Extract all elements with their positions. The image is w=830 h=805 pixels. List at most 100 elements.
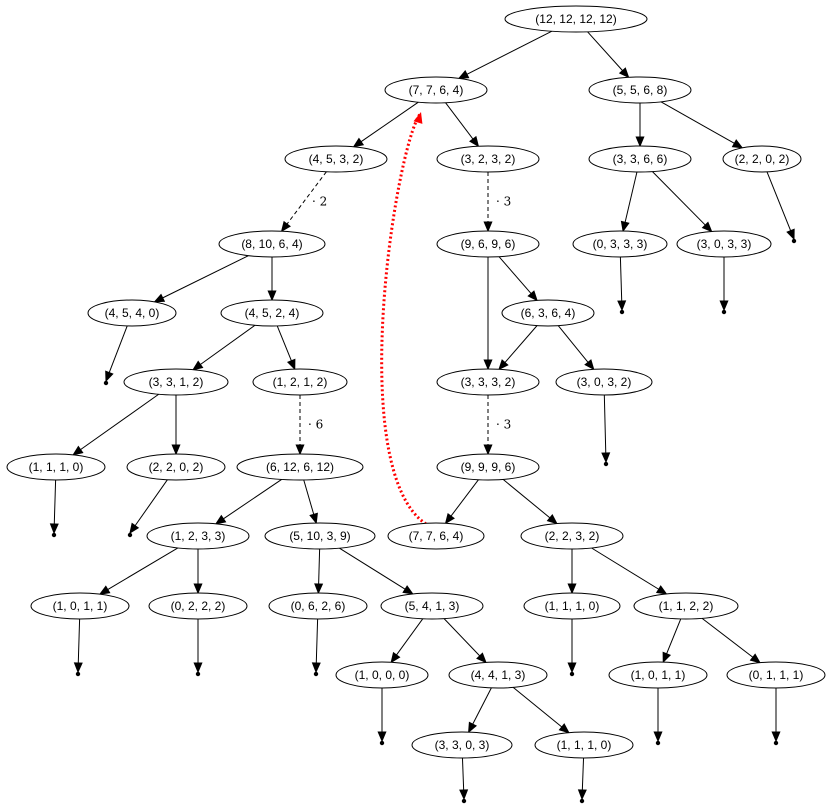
edge-n29-n33 (443, 618, 481, 657)
node-label: (5, 10, 3, 9) (289, 529, 350, 543)
tree-node: (1, 2, 1, 2) (252, 368, 348, 396)
leaf-arrowhead (49, 523, 59, 535)
edge-arrowhead (280, 220, 291, 233)
edge-arrowhead (655, 585, 668, 595)
edge-arrowhead (98, 585, 111, 595)
edge-arrowhead (618, 67, 630, 79)
leaf-arrowhead (193, 662, 203, 674)
tree-node: (3, 3, 3, 2) (436, 368, 540, 396)
leaf-dot (579, 798, 585, 804)
node-ellipse (148, 592, 248, 620)
leaf-dot (379, 740, 385, 746)
leaf-edge-n36 (461, 757, 465, 791)
tree-node: (3, 2, 3, 2) (436, 145, 540, 173)
tree-node: (6, 3, 6, 4) (501, 299, 595, 327)
tree-node: (1, 1, 1, 0) (523, 592, 621, 620)
leaf-edge-n17 (603, 394, 607, 454)
edge-n8-n13 (498, 256, 532, 294)
leaf-arrowhead (105, 370, 114, 383)
leaf-edge-n37 (581, 757, 585, 791)
edge-arrowhead (267, 290, 277, 302)
node-ellipse (380, 592, 484, 620)
node-ellipse (520, 522, 624, 550)
edge-n0-n2 (587, 31, 623, 71)
edge-layer: · 2· 3· 6· 3 (49, 30, 797, 804)
node-ellipse (384, 76, 488, 104)
leaf-arrowhead (577, 789, 587, 801)
node-ellipse (555, 368, 653, 396)
edge-arrowhead (476, 652, 487, 664)
node-ellipse (534, 731, 634, 759)
edge-arrowhead (620, 220, 630, 233)
node-ellipse (436, 368, 540, 396)
edge-arrowhead (457, 70, 470, 79)
tree-node: (1, 2, 3, 3) (146, 522, 250, 550)
node-label: (2, 2, 0, 2) (149, 460, 204, 474)
leaf-arrowhead (377, 731, 387, 743)
edge-n31-n34 (666, 618, 682, 654)
node-ellipse (676, 230, 772, 258)
leaf-arrowhead (786, 228, 795, 241)
edge-arrowhead (72, 445, 84, 456)
node-label: (1, 0, 1, 1) (53, 599, 108, 613)
leaf-arrowhead (771, 731, 781, 743)
edge-n2-n6 (660, 101, 735, 144)
node-label: (3, 2, 3, 2) (461, 152, 516, 166)
edge-arrowhead (546, 514, 558, 525)
leaf-dot (773, 740, 779, 746)
node-ellipse (236, 453, 364, 481)
leaf-dot (791, 238, 797, 244)
tree-node: (1, 1, 2, 2) (633, 592, 739, 620)
edge-arrowhead (527, 290, 538, 302)
node-ellipse (411, 731, 513, 759)
tree-node: (7, 7, 6, 4) (384, 76, 488, 104)
node-label: (1, 2, 3, 3) (171, 529, 226, 543)
node-label: (8, 10, 6, 4) (241, 237, 302, 251)
edge-n33-n37 (512, 686, 563, 728)
leaf-dot (127, 532, 133, 538)
edge-n21-n24 (450, 479, 479, 517)
tree-node: (0, 1, 1, 1) (726, 661, 826, 689)
node-ellipse (284, 145, 388, 173)
leaf-dot (721, 309, 727, 315)
node-ellipse (146, 522, 250, 550)
edge-n25-n31 (591, 547, 659, 590)
leaf-edge-n9 (619, 256, 623, 302)
leaf-edge-n18 (53, 479, 57, 525)
node-label: (0, 2, 2, 2) (171, 599, 226, 613)
edge-n1-n4 (445, 102, 474, 140)
edge-arrowhead (483, 221, 493, 233)
node-ellipse (588, 76, 692, 104)
node-ellipse (126, 453, 226, 481)
edge-n23-n29 (339, 547, 406, 590)
node-label: (0, 6, 2, 6) (291, 599, 346, 613)
leaf-dot (603, 461, 609, 467)
node-label: (1, 1, 1, 0) (545, 599, 600, 613)
node-label: (3, 0, 3, 3) (697, 237, 752, 251)
leaf-arrowhead (459, 789, 469, 801)
tree-node: (3, 0, 3, 2) (555, 368, 653, 396)
edge-arrowhead (483, 359, 493, 371)
edge-arrowhead (662, 651, 672, 664)
tree-node: (3, 0, 3, 3) (676, 230, 772, 258)
node-label: (3, 3, 3, 2) (461, 375, 516, 389)
edge-n20-n22 (223, 479, 282, 520)
edge-arrowhead (469, 135, 480, 148)
node-label: (9, 9, 9, 6) (461, 460, 516, 474)
node-label: (2, 2, 3, 2) (545, 529, 600, 543)
edge-multiplier-label: · 3 (496, 195, 511, 209)
node-ellipse (608, 661, 708, 689)
edge-n22-n26 (107, 547, 179, 590)
node-label: (1, 0, 1, 1) (631, 668, 686, 682)
leaf-edge-n28 (315, 618, 319, 664)
node-ellipse (387, 522, 485, 550)
node-ellipse (87, 299, 177, 327)
leaf-arrowhead (653, 731, 663, 743)
leaf-dot (655, 740, 661, 746)
node-label: (4, 5, 3, 2) (309, 152, 364, 166)
tree-node: (5, 5, 6, 8) (588, 76, 692, 104)
node-ellipse (436, 145, 540, 173)
tree-node: (4, 5, 2, 4) (220, 299, 324, 327)
edge-n13-n17 (557, 325, 589, 363)
